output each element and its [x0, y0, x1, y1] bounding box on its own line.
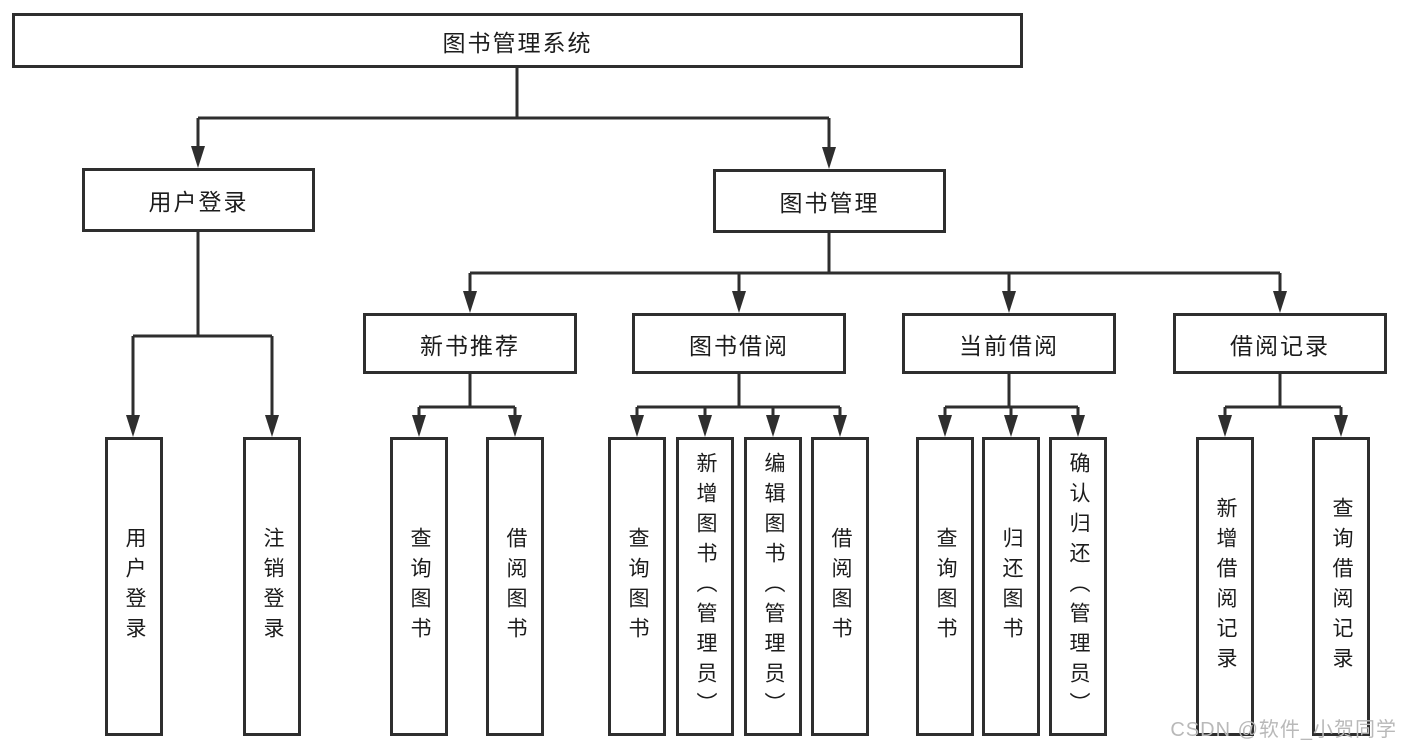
- leaf-query-books: 查询图书: [390, 437, 448, 736]
- leaf-label: 新增图书（管理员）: [694, 451, 717, 722]
- leaf-query-borrow-record: 查询借阅记录: [1312, 437, 1370, 736]
- node-label: 图书借阅: [689, 332, 789, 359]
- node-label: 图书管理系统: [442, 29, 593, 56]
- node-user-login: 用户登录: [82, 168, 315, 232]
- leaf-label: 查询图书: [626, 526, 649, 647]
- node-book-management: 图书管理: [713, 169, 946, 233]
- leaf-query-books: 查询图书: [916, 437, 974, 736]
- node-label: 新书推荐: [420, 332, 520, 359]
- node-label: 用户登录: [148, 189, 249, 215]
- node-borrowing-records: 借阅记录: [1173, 313, 1387, 374]
- leaf-label: 确认归还（管理员）: [1067, 451, 1090, 722]
- leaf-borrow-books: 借阅图书: [486, 437, 544, 736]
- node-label: 图书管理: [779, 190, 880, 216]
- node-current-borrowing: 当前借阅: [902, 313, 1116, 374]
- leaf-label: 查询图书: [408, 526, 431, 647]
- leaf-return-books: 归还图书: [982, 437, 1040, 736]
- csdn-watermark: CSDN @软件_小贺同学: [1170, 719, 1397, 741]
- leaf-label: 用户登录: [123, 526, 146, 647]
- node-book-borrowing: 图书借阅: [632, 313, 846, 374]
- node-label: 当前借阅: [959, 332, 1059, 359]
- leaf-user-login: 用户登录: [105, 437, 163, 736]
- leaf-label: 查询图书: [934, 526, 957, 647]
- leaf-borrow-books: 借阅图书: [811, 437, 869, 736]
- leaf-confirm-return-admin: 确认归还（管理员）: [1049, 437, 1107, 736]
- leaf-label: 查询借阅记录: [1330, 496, 1353, 677]
- leaf-edit-books-admin: 编辑图书（管理员）: [744, 437, 802, 736]
- leaf-label: 归还图书: [1000, 526, 1023, 647]
- leaf-label: 编辑图书（管理员）: [762, 451, 785, 722]
- leaf-label: 借阅图书: [829, 526, 852, 647]
- node-new-book-recommendation: 新书推荐: [363, 313, 577, 374]
- leaf-label: 借阅图书: [504, 526, 527, 647]
- node-label: 借阅记录: [1230, 332, 1330, 359]
- leaf-logout: 注销登录: [243, 437, 301, 736]
- leaf-add-borrow-record: 新增借阅记录: [1196, 437, 1254, 736]
- leaf-label: 新增借阅记录: [1214, 496, 1237, 677]
- node-library-management-system: 图书管理系统: [12, 13, 1023, 68]
- leaf-add-books-admin: 新增图书（管理员）: [676, 437, 734, 736]
- leaf-label: 注销登录: [261, 526, 284, 647]
- leaf-query-books: 查询图书: [608, 437, 666, 736]
